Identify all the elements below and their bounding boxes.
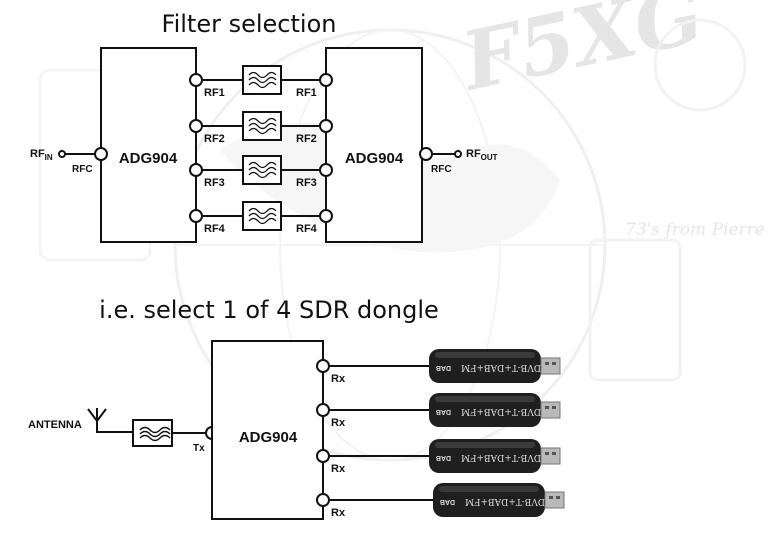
dongle-badge: DAB: [436, 364, 451, 371]
switch-left-label: ADG904: [119, 150, 178, 167]
dongle-badge: DAB: [436, 454, 451, 461]
sdr-dongle-2: DAB DVB-T+DAB+FM: [429, 393, 561, 427]
left-port-rf2: [189, 119, 203, 133]
filter-path-2: RF2 RF2: [189, 111, 333, 145]
usb-plug-slot: [545, 406, 549, 409]
usb-plug: [540, 447, 561, 465]
right-port-rf4: [319, 209, 333, 223]
left-port-label: RF1: [204, 87, 225, 99]
tx-label: Tx: [193, 443, 205, 454]
left-port-rf3: [189, 163, 203, 177]
antenna-label: ANTENNA: [28, 419, 82, 431]
usb-plug-slot: [556, 496, 560, 499]
cartoon-head: [653, 18, 747, 112]
bandpass-filter-icon: [248, 71, 277, 89]
rf-out-terminal: [454, 150, 462, 158]
sdr-switch-label: ADG904: [239, 429, 298, 446]
switch-right-label: ADG904: [345, 150, 404, 167]
rx-port-1: [316, 359, 330, 373]
rx-path-3: Rx DAB DVB-T+DAB+FM: [316, 439, 561, 475]
dongle-highlight: [435, 442, 535, 448]
dongle-highlight: [435, 396, 535, 402]
filter-path-1: RF1 RF1: [189, 65, 333, 99]
dongle-label: DVB-T+DAB+FM: [461, 452, 541, 462]
switch-left-box: [100, 47, 197, 243]
usb-plug: [544, 491, 565, 509]
rx-label: Rx: [331, 507, 346, 519]
rf-out-label: RFOUT: [466, 148, 498, 162]
sdr-switch-box: [211, 340, 324, 520]
usb-plug: [540, 401, 561, 419]
sdr-dongle-4: DAB DVB-T+DAB+FM: [433, 483, 565, 517]
usb-plug: [540, 357, 561, 375]
sdr-selection-title: i.e. select 1 of 4 SDR dongle: [99, 296, 439, 324]
dongle-label: DVB-T+DAB+FM: [465, 496, 545, 506]
rx-path-4: Rx DAB DVB-T+DAB+FM: [316, 483, 565, 519]
filter-selection-diagram: Filter selection ADG904 ADG904 RFIN RFC …: [30, 10, 498, 243]
right-port-label: RF4: [296, 223, 318, 235]
rfc-left-label: RFC: [72, 164, 93, 175]
rx-port-4: [316, 493, 330, 507]
watermark-callsign: F5XG: [452, 0, 711, 109]
antenna-filter-icon: [139, 426, 171, 442]
filter-selection-title: Filter selection: [162, 10, 337, 38]
usb-plug-slot: [552, 362, 556, 365]
usb-plug-slot: [545, 362, 549, 365]
dongle-highlight: [435, 352, 535, 358]
switch-right-box: [325, 47, 423, 243]
right-port-label: RF1: [296, 87, 317, 99]
bandpass-filter-box: [242, 111, 282, 141]
filter-path-3: RF3 RF3: [189, 155, 333, 189]
bandpass-filter-icon: [248, 161, 277, 179]
right-port-rf3: [319, 163, 333, 177]
rx-path-2: Rx DAB DVB-T+DAB+FM: [316, 393, 561, 429]
right-port-label: RF2: [296, 133, 317, 145]
usb-plug-slot: [545, 452, 549, 455]
sdr-dongle-3: DAB DVB-T+DAB+FM: [429, 439, 561, 473]
left-port-label: RF3: [204, 177, 225, 189]
cartoon-radio: [588, 238, 682, 382]
sdr-dongle-1: DAB DVB-T+DAB+FM: [429, 349, 561, 383]
dongle-label: DVB-T+DAB+FM: [461, 406, 541, 416]
sdr-selection-diagram: i.e. select 1 of 4 SDR dongle ANTENNA Tx…: [28, 296, 565, 520]
left-port-label: RF4: [204, 223, 226, 235]
dongle-badge: DAB: [440, 498, 455, 505]
usb-plug-slot: [549, 496, 553, 499]
dongle-badge: DAB: [436, 408, 451, 415]
bandpass-filter-icon: [248, 207, 277, 225]
rx-label: Rx: [331, 463, 346, 475]
left-port-label: RF2: [204, 133, 225, 145]
rf-in-label: RFIN: [30, 148, 53, 162]
rx-path-1: Rx DAB DVB-T+DAB+FM: [316, 349, 561, 385]
usb-plug-slot: [552, 406, 556, 409]
antenna-feed-wire: [96, 408, 133, 433]
rx-label: Rx: [331, 417, 346, 429]
rx-port-2: [316, 403, 330, 417]
rx-label: Rx: [331, 373, 346, 385]
rfc-right-label: RFC: [431, 164, 452, 175]
bandpass-filter-icon: [248, 117, 277, 135]
right-port-rf2: [319, 119, 333, 133]
rf-in-terminal: [58, 150, 66, 158]
rx-port-3: [316, 449, 330, 463]
right-port-label: RF3: [296, 177, 317, 189]
antenna-filter-box: [132, 419, 173, 447]
antenna-icon: [87, 408, 107, 423]
dongle-label: DVB-T+DAB+FM: [461, 362, 541, 372]
switch-left-rfc-port: [94, 147, 108, 161]
left-port-rf1: [189, 73, 203, 87]
watermark-signature: 73's from Pierre: [625, 220, 765, 240]
right-port-rf1: [319, 73, 333, 87]
left-port-rf4: [189, 209, 203, 223]
switch-right-rfc-port: [419, 147, 433, 161]
filter-path-4: RF4 RF4: [189, 201, 333, 235]
dongle-highlight: [439, 486, 539, 492]
usb-plug-slot: [552, 452, 556, 455]
